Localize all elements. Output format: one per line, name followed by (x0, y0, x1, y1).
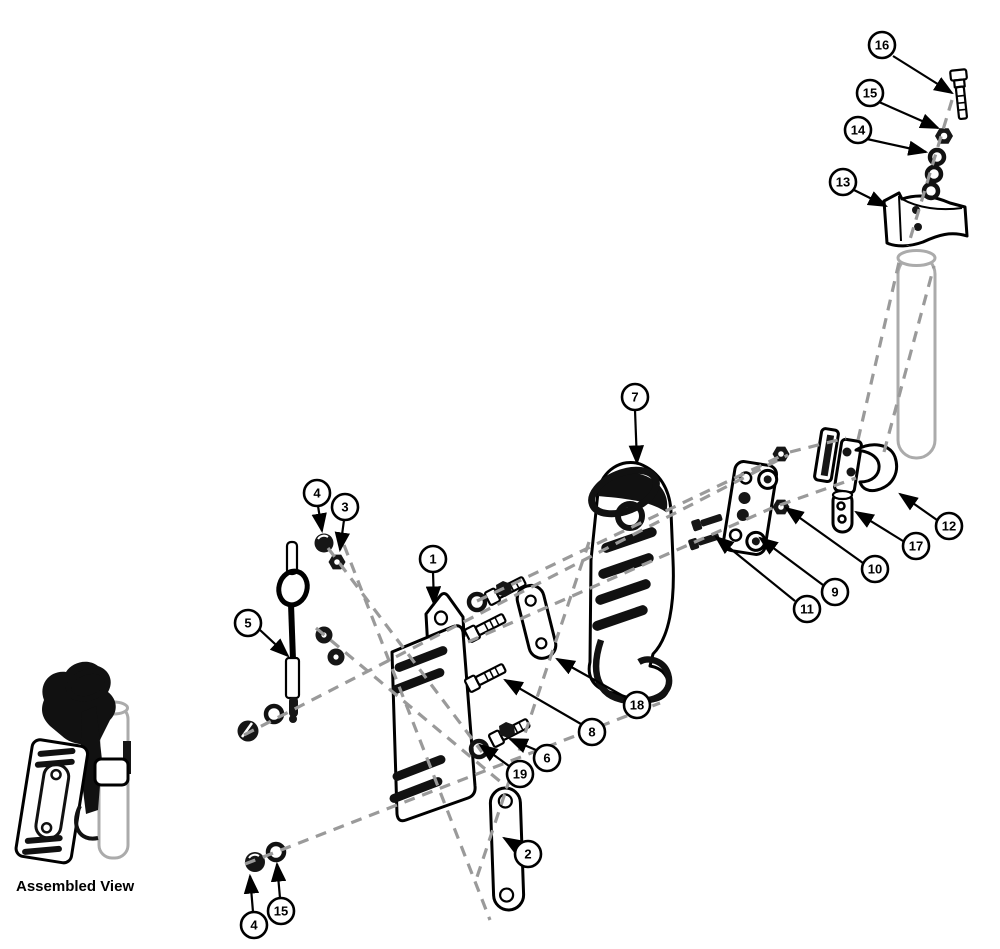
upper-link-bar (515, 583, 558, 660)
callout-3: 3 (330, 492, 360, 522)
callout-12-number: 12 (942, 519, 956, 534)
tube-clamp (813, 427, 899, 495)
callout-8-number: 8 (588, 725, 595, 740)
callout-2-number: 2 (524, 847, 531, 862)
release-pin (276, 540, 310, 723)
callout-16-number: 16 (875, 38, 889, 53)
callout-1-number: 1 (429, 552, 436, 567)
ball-knob (237, 720, 259, 742)
callout-4-lower: 4 (239, 910, 269, 940)
callout-7: 7 (620, 382, 650, 412)
callout-10: 10 (860, 554, 890, 584)
footplate (587, 461, 675, 705)
callout-16: 16 (867, 30, 897, 60)
callout-4-upper: 4 (302, 478, 332, 508)
callout-11: 11 (792, 594, 822, 624)
bottom-nut (245, 852, 265, 872)
callout-9: 9 (820, 577, 850, 607)
callout-leaders (243, 55, 954, 913)
assembled-view-label: Assembled View (16, 878, 134, 895)
callout-3-number: 3 (341, 500, 348, 515)
callout-15-upper: 15 (855, 78, 885, 108)
main-slotted-plate (389, 592, 477, 823)
hex-bolt-8 (463, 663, 507, 693)
callout-6: 6 (532, 743, 562, 773)
callout-14-number: 14 (851, 123, 866, 138)
callout-13: 13 (828, 167, 858, 197)
callout-15-lower: 15 (266, 896, 296, 926)
clamp-nut (935, 128, 953, 144)
callout-2: 2 (513, 839, 543, 869)
callout-8: 8 (577, 717, 607, 747)
callout-15-lower-number: 15 (274, 904, 288, 919)
callout-12: 12 (934, 511, 964, 541)
callout-5-number: 5 (244, 616, 251, 631)
callout-5: 5 (233, 608, 263, 638)
callout-7-number: 7 (631, 390, 638, 405)
callout-9-number: 9 (831, 585, 838, 600)
callout-13-number: 13 (836, 175, 850, 190)
pin-washer (263, 703, 285, 725)
callout-15-upper-number: 15 (863, 86, 877, 101)
assembled-view (14, 661, 131, 865)
callout-17-number: 17 (909, 539, 923, 554)
callout-10-number: 10 (868, 562, 882, 577)
callout-19: 19 (505, 759, 535, 789)
callout-4-upper-number: 4 (313, 486, 321, 501)
carriage-bolt-assembly-bottom (468, 718, 531, 760)
mounting-tube (896, 249, 937, 460)
callout-4-lower-number: 4 (250, 918, 258, 933)
clamp-washers (921, 147, 947, 201)
clamp-screw (949, 68, 969, 121)
top-clamp (882, 191, 969, 248)
bottom-washer (265, 841, 287, 863)
callout-11-number: 11 (800, 602, 814, 617)
callout-14: 14 (843, 115, 873, 145)
callout-18: 18 (622, 690, 652, 720)
callout-18-number: 18 (630, 698, 644, 713)
callout-17: 17 (901, 531, 931, 561)
callout-19-number: 19 (513, 767, 527, 782)
hex-bolt-upper (463, 613, 507, 643)
callout-6-number: 6 (543, 751, 550, 766)
callout-1: 1 (418, 544, 448, 574)
assembly-axes (243, 99, 954, 921)
pivot-pin (831, 489, 854, 534)
